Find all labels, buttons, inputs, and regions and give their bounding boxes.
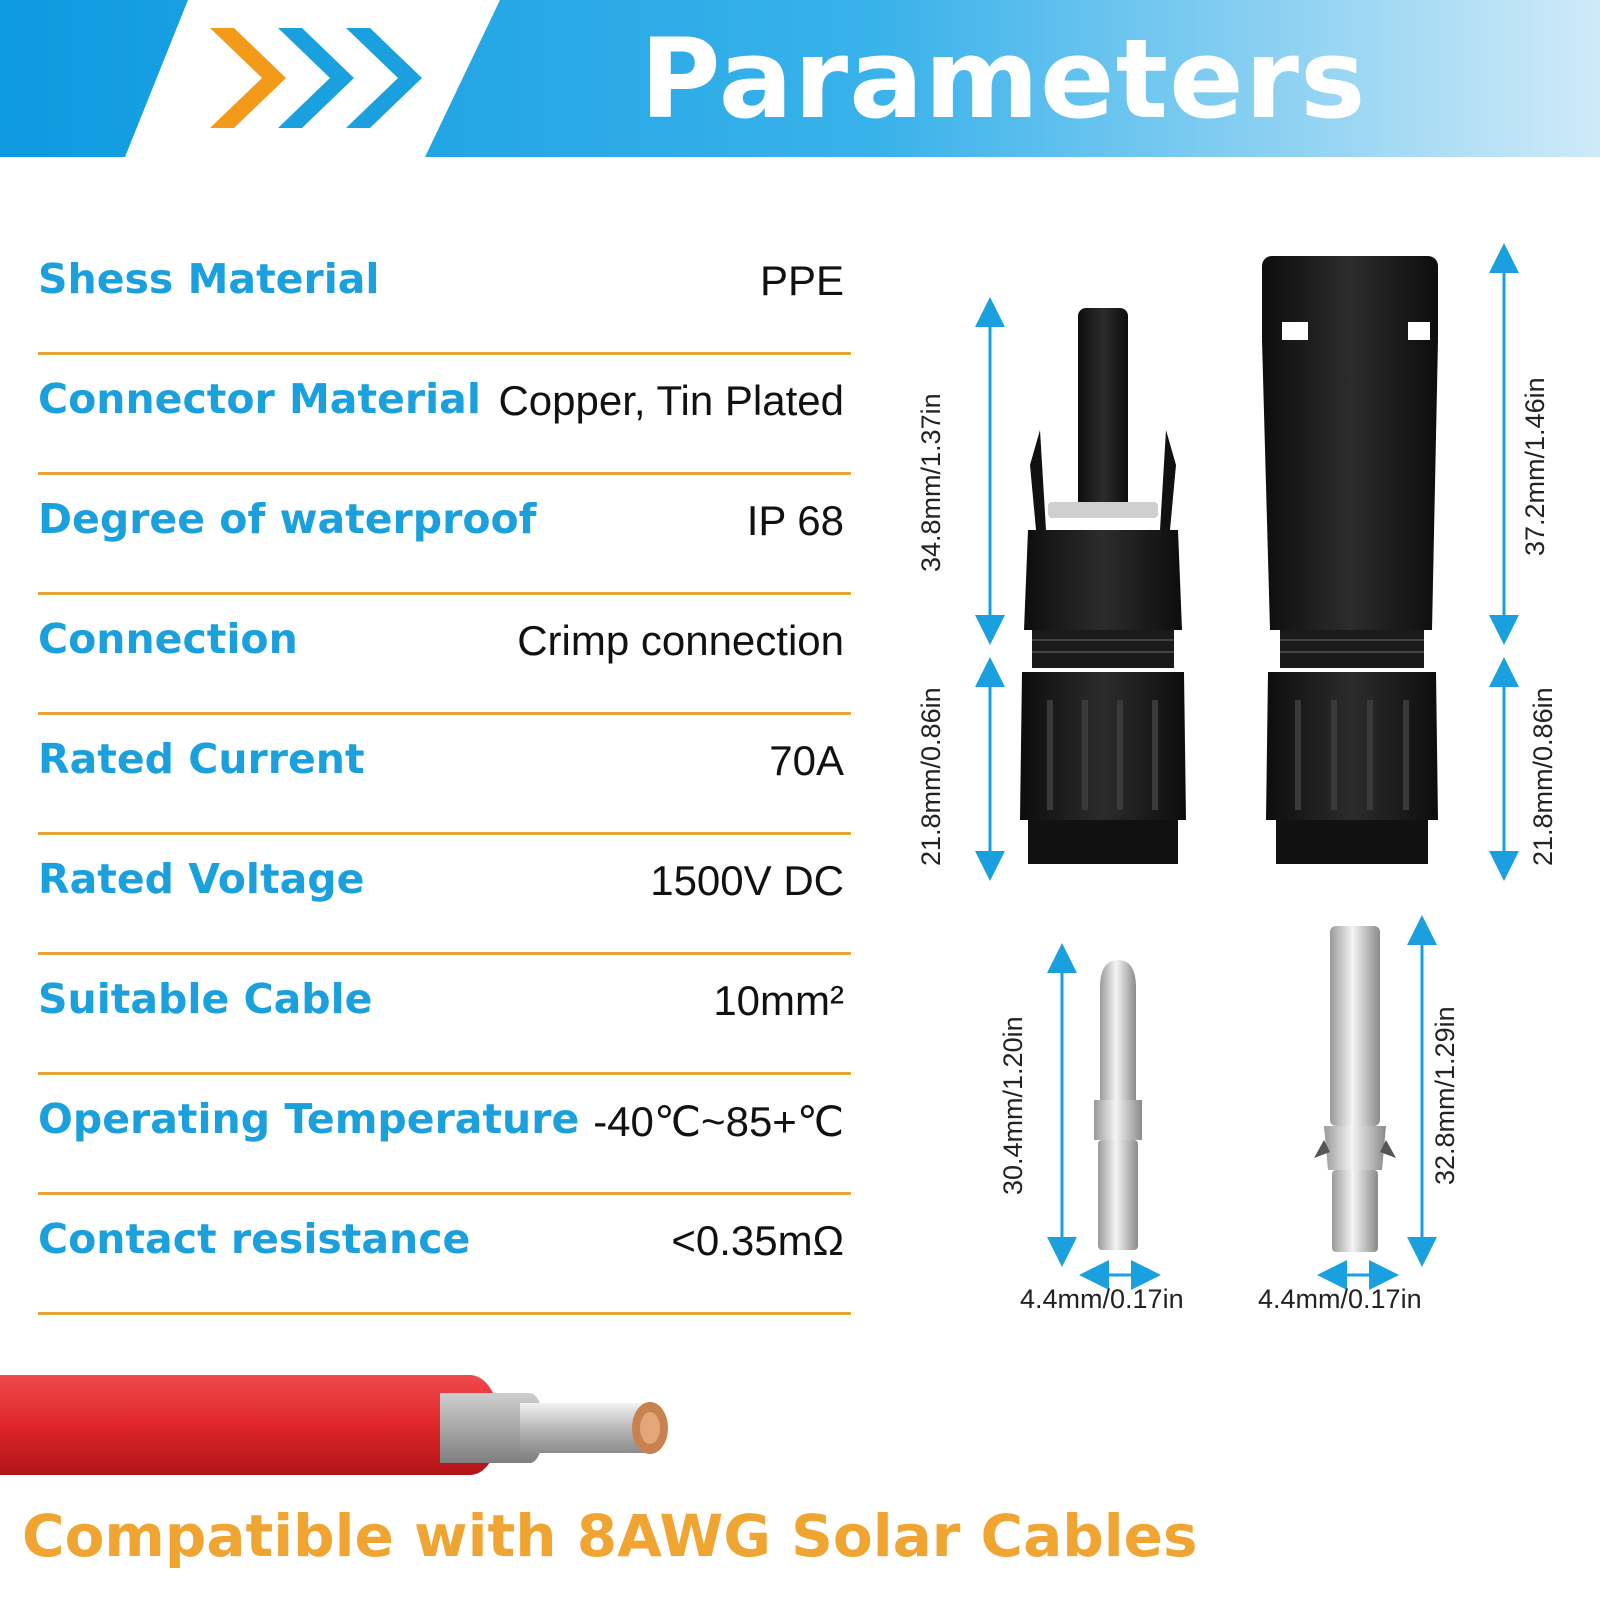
female-connector-shape <box>1262 256 1438 864</box>
spec-label: Shess Material <box>38 255 380 303</box>
spec-row-shell-material: Shess Material PPE <box>38 235 851 355</box>
spec-value: PPE <box>759 257 844 304</box>
spec-label: Rated Current <box>38 735 365 783</box>
spec-value: -40℃~85+℃ <box>593 1098 844 1145</box>
connector-illustration <box>975 243 1519 1290</box>
spec-row-suitable-cable: Suitable Cable 10mm² <box>38 955 851 1075</box>
female-connector-bottom-dimension: 21.8mm/0.86in <box>1528 687 1558 866</box>
connector-diagram: 34.8mm/1.37in 21.8mm/0.86in 37.2mm/1.46i… <box>900 240 1580 1360</box>
footer-caption: Compatible with 8AWG Solar Cables <box>22 1502 1198 1570</box>
spec-label: Suitable Cable <box>38 975 373 1023</box>
spec-value: 70A <box>769 737 844 784</box>
spec-row-connection: Connection Crimp connection <box>38 595 851 715</box>
spec-value: <0.35mΩ <box>671 1217 844 1264</box>
spec-label: Contact resistance <box>38 1215 471 1263</box>
solar-cable-image <box>0 1375 668 1475</box>
spec-label: Rated Voltage <box>38 855 365 903</box>
spec-value: 1500V DC <box>650 857 844 904</box>
spec-value: IP 68 <box>746 497 844 544</box>
male-connector-bottom-dimension: 21.8mm/0.86in <box>916 687 946 866</box>
spec-row-connector-material: Connector Material Copper, Tin Plated <box>38 355 851 475</box>
spec-value: Crimp connection <box>517 617 844 664</box>
spec-value: Copper, Tin Plated <box>498 377 844 424</box>
spec-value: 10mm² <box>713 977 844 1024</box>
header-banner: Parameters <box>0 0 1600 157</box>
spec-table: Shess Material PPE Connector Material Co… <box>38 235 851 1315</box>
spec-row-operating-temperature: Operating Temperature -40℃~85+℃ <box>38 1075 851 1195</box>
male-pin-shape <box>1094 960 1142 1250</box>
male-connector-top-dimension: 34.8mm/1.37in <box>916 393 946 572</box>
spec-row-rated-voltage: Rated Voltage 1500V DC <box>38 835 851 955</box>
male-pin-length-dimension: 30.4mm/1.20in <box>998 1016 1028 1195</box>
male-connector-shape <box>1020 308 1186 864</box>
spec-row-rated-current: Rated Current 70A <box>38 715 851 835</box>
female-pin-length-dimension: 32.8mm/1.29in <box>1430 1006 1460 1185</box>
spec-label: Degree of waterproof <box>38 495 537 543</box>
spec-row-contact-resistance: Contact resistance <0.35mΩ <box>38 1195 851 1315</box>
spec-label: Connector Material <box>38 375 481 423</box>
female-connector-top-dimension: 37.2mm/1.46in <box>1520 377 1550 556</box>
page-title: Parameters <box>640 15 1367 143</box>
spec-label: Operating Temperature <box>38 1095 580 1143</box>
male-pin-width-dimension: 4.4mm/0.17in <box>1020 1284 1184 1314</box>
chevron-arrows-icon <box>210 28 422 128</box>
spec-row-waterproof: Degree of waterproof IP 68 <box>38 475 851 595</box>
spec-label: Connection <box>38 615 298 663</box>
female-pin-shape <box>1314 926 1396 1252</box>
female-pin-width-dimension: 4.4mm/0.17in <box>1258 1284 1422 1314</box>
